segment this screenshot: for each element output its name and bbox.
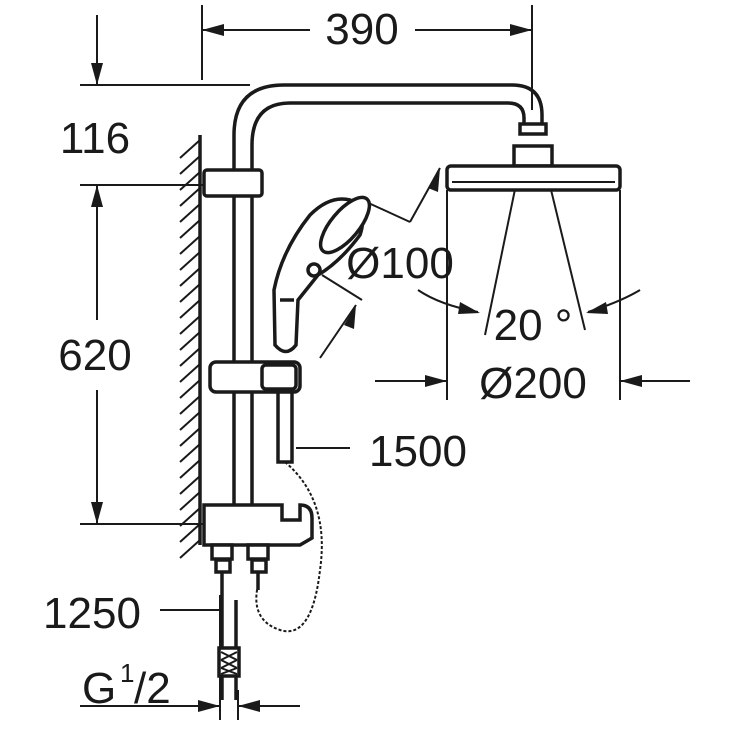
wall-hatch-stroke bbox=[179, 459, 201, 479]
head-shower-diameter-label: Ø200 bbox=[479, 359, 587, 408]
wall-hatch-stroke bbox=[179, 315, 201, 335]
wall-hatch-stroke bbox=[179, 267, 201, 287]
thread-denominator: /2 bbox=[134, 664, 171, 713]
wall-hatch-stroke bbox=[179, 347, 201, 367]
dimension-labels: 390 116 620 Ø100 20 ° Ø200 1500 1250 G 1… bbox=[43, 5, 587, 713]
hand-shower-diameter-label: Ø100 bbox=[346, 239, 454, 288]
wall-hatch-stroke bbox=[179, 523, 201, 543]
rail-holder bbox=[208, 360, 302, 394]
wall-hatch-stroke bbox=[179, 235, 201, 255]
width-dimension-label: 390 bbox=[325, 5, 398, 54]
wall-hatch-stroke bbox=[179, 171, 201, 191]
wall-hatch-stroke bbox=[179, 475, 201, 495]
wall-hatch-stroke bbox=[179, 187, 201, 207]
wall-hatch-stroke bbox=[179, 283, 201, 303]
thread-numerator: 1 bbox=[120, 658, 134, 688]
wall-hatch-stroke bbox=[179, 251, 201, 271]
top-height-dimension-label: 116 bbox=[60, 114, 130, 163]
thread-size-label: G bbox=[82, 664, 116, 713]
wall-hatch-stroke bbox=[179, 443, 201, 463]
extension-lines bbox=[80, 5, 621, 720]
wall-hatch-stroke bbox=[179, 203, 201, 223]
wall-hatch-stroke bbox=[179, 539, 201, 559]
wall-hatch-stroke bbox=[179, 411, 201, 431]
wall-bracket-upper bbox=[202, 168, 264, 198]
wall-hatch-stroke bbox=[179, 155, 201, 175]
wall-hatch-stroke bbox=[179, 363, 201, 383]
hand-shower-hose bbox=[255, 390, 323, 633]
wall-hatch-stroke bbox=[179, 299, 201, 319]
diverter-body bbox=[202, 503, 314, 600]
shower-riser-pipe bbox=[232, 83, 548, 505]
wall-hatch-stroke bbox=[179, 395, 201, 415]
wall-hatch-stroke bbox=[179, 491, 201, 511]
inlet-hose bbox=[217, 600, 241, 700]
wall-hatch-stroke bbox=[179, 331, 201, 351]
wall-hatch-stroke bbox=[179, 139, 201, 159]
hand-shower bbox=[272, 195, 372, 354]
wall-hatch-stroke bbox=[179, 427, 201, 447]
inlet-hose-length-label: 1250 bbox=[43, 589, 141, 638]
wall bbox=[179, 135, 202, 559]
thread-prefix: G bbox=[82, 664, 116, 713]
wall-hatch-stroke bbox=[179, 219, 201, 239]
wall-hatch-stroke bbox=[179, 379, 201, 399]
spray-angle-label: 20 ° bbox=[494, 301, 573, 350]
hand-hose-length-label: 1500 bbox=[369, 427, 467, 476]
dimension-lines bbox=[80, 15, 690, 712]
rail-height-dimension-label: 620 bbox=[58, 331, 131, 380]
wall-hatching bbox=[179, 139, 201, 559]
head-shower bbox=[445, 144, 622, 192]
